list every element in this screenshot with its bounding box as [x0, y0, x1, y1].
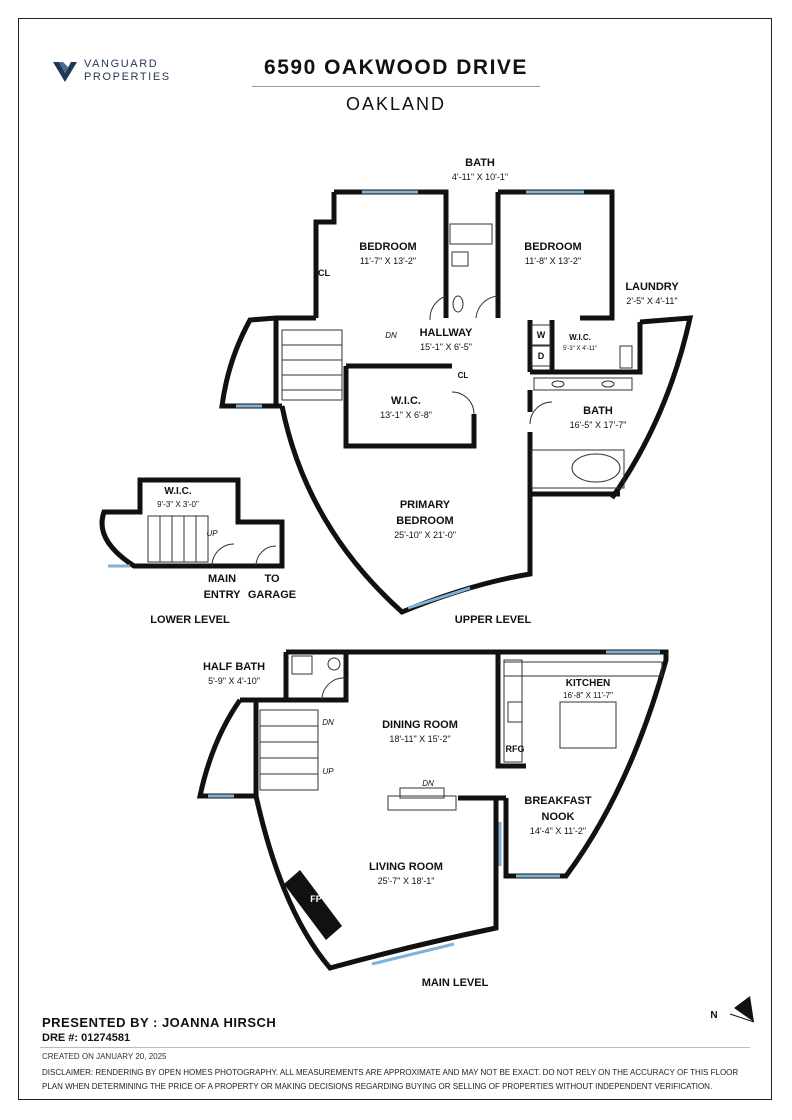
room-name-bedroom-2: BEDROOM: [524, 241, 581, 253]
dre-number: DRE #: 01274581: [42, 1032, 131, 1044]
room-dims-living-room: 25'-7" X 18'-1": [378, 876, 435, 886]
fireplace-block: [284, 870, 342, 940]
upper-windows: [236, 190, 584, 610]
level-lower: LOWER LEVEL: [150, 614, 230, 626]
room-name-kitchen: KITCHEN: [566, 678, 610, 689]
room-dims-wic-upper: 13'-1" X 6'-8": [380, 410, 432, 420]
closet-label-bedroom: CL: [318, 268, 330, 278]
closet-label-hall: CL: [458, 371, 469, 380]
refrigerator-label: RFG: [506, 744, 525, 754]
garage-label-2: GARAGE: [248, 589, 296, 601]
stair-up-main: UP: [322, 767, 334, 776]
garage-label-1: TO: [264, 573, 280, 585]
room-name-primary-bedroom-2: BEDROOM: [396, 515, 453, 527]
fireplace-label: FP: [310, 894, 322, 904]
room-name-half-bath: HALF BATH: [203, 661, 265, 673]
stair-dn-living: DN: [422, 779, 434, 788]
presenter-name: PRESENTED BY : JOANNA HIRSCH: [42, 1015, 277, 1030]
room-dims-dining-room: 18'-11" X 15'-2": [389, 734, 450, 744]
washer-label: W: [537, 330, 546, 340]
room-name-hallway: HALLWAY: [420, 327, 473, 339]
room-name-wic-lower: W.I.C.: [164, 486, 191, 497]
room-name-living-room: LIVING ROOM: [369, 861, 443, 873]
logo-line2: PROPERTIES: [84, 71, 171, 83]
stair-dn-main: DN: [322, 718, 334, 727]
title-divider: [252, 86, 540, 87]
level-upper: UPPER LEVEL: [455, 614, 532, 626]
compass-icon: [729, 996, 755, 1023]
disclaimer-text: DISCLAIMER: RENDERING BY OPEN HOMES PHOT…: [42, 1068, 739, 1091]
main-entry-label-2: ENTRY: [204, 589, 242, 601]
room-name-primary-bedroom-1: PRIMARY: [400, 499, 451, 511]
room-name-breakfast-nook-1: BREAKFAST: [524, 795, 592, 807]
compass-north-label: N: [710, 1010, 717, 1021]
room-name-bath-upper: BATH: [465, 157, 495, 169]
room-dims-bedroom-2: 11'-8" X 13'-2": [525, 256, 581, 266]
brand-logo: VANGUARD PROPERTIES: [52, 58, 182, 88]
main-windows: [208, 650, 660, 966]
property-city: OAKLAND: [345, 94, 447, 114]
footer-divider: [40, 1047, 750, 1048]
room-name-wic-upper: W.I.C.: [391, 395, 421, 407]
room-name-primary-bath: BATH: [583, 405, 613, 417]
created-date: CREATED ON JANUARY 20, 2025: [42, 1052, 167, 1061]
page-frame: [18, 18, 772, 1100]
room-name-dining-room: DINING ROOM: [382, 719, 458, 731]
main-level-walls: [196, 649, 669, 971]
room-name-laundry: LAUNDRY: [625, 281, 679, 293]
room-dims-laundry: 2'-5" X 4'-11": [626, 296, 677, 306]
room-dims-wic-lower: 9'-3" X 3'-0": [157, 500, 199, 509]
logo-line1: VANGUARD: [84, 58, 159, 70]
stair-up-lower: UP: [206, 529, 218, 538]
upper-fixtures: [281, 223, 633, 489]
room-dims-breakfast-nook: 14'-4" X 11'-2": [530, 826, 586, 836]
level-main: MAIN LEVEL: [422, 977, 489, 989]
room-dims-bath-upper: 4'-11" X 10'-1": [452, 172, 508, 182]
room-dims-hallway: 15'-1" X 6'-5": [420, 342, 472, 352]
logo-wordmark: VANGUARD PROPERTIES: [84, 58, 171, 84]
vanguard-logo-icon: [53, 62, 77, 82]
room-dims-primary-bedroom: 25'-10" X 21'-0": [394, 530, 456, 540]
room-dims-bedroom-1: 11'-7" X 13'-2": [360, 256, 416, 266]
dryer-label: D: [538, 351, 545, 361]
main-fixtures: [259, 655, 663, 811]
room-dims-wic-small: 5'-3" X 4'-11": [563, 346, 597, 352]
stair-dn-upper: DN: [385, 331, 397, 340]
room-dims-kitchen: 16'-8" X 11'-7": [563, 691, 613, 700]
upper-level-walls: [219, 189, 694, 615]
room-name-wic-small: W.I.C.: [569, 333, 591, 342]
lower-level-walls: [99, 477, 285, 569]
lower-fixtures: [147, 515, 277, 567]
property-address: 6590 OAKWOOD DRIVE: [264, 56, 528, 79]
main-entry-label-1: MAIN: [208, 573, 236, 585]
room-dims-half-bath: 5'-9" X 4'-10": [208, 676, 260, 686]
room-dims-primary-bath: 16'-5" X 17'-7": [570, 420, 627, 430]
room-name-breakfast-nook-2: NOOK: [542, 811, 575, 823]
room-name-bedroom-1: BEDROOM: [359, 241, 416, 253]
